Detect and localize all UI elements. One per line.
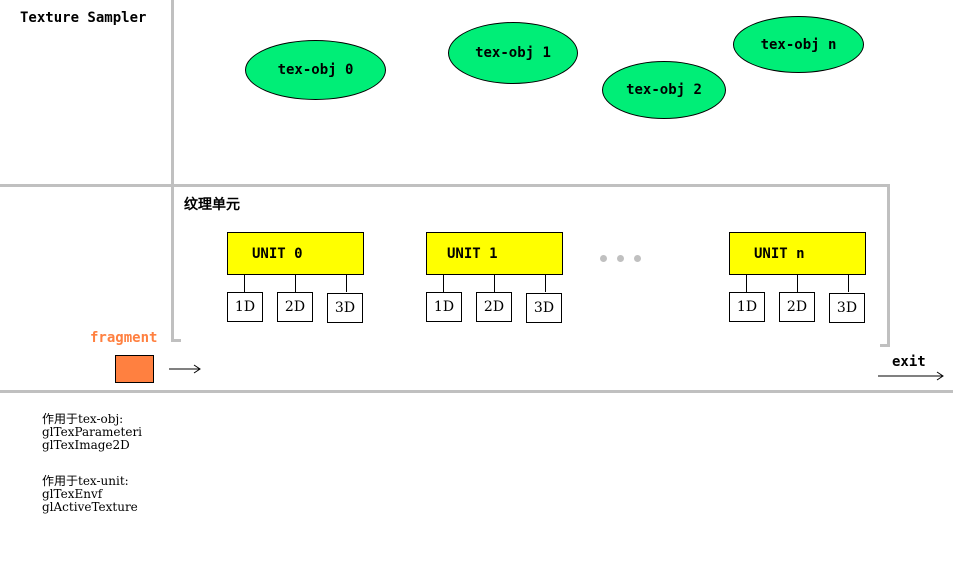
unit-0-dim-1d-label: 1D	[234, 299, 256, 315]
unit-1-connector-2d	[494, 275, 495, 292]
unit-0-dim-3d: 3D	[327, 293, 363, 323]
unit-n-connector-2d	[797, 275, 798, 292]
unit-1-dim-3d-label: 3D	[533, 300, 555, 316]
units-region-right-border	[887, 184, 890, 346]
units-region-right-cap	[880, 344, 890, 347]
unit-0-connector-2d	[295, 275, 296, 292]
unit-0-dim-3d-label: 3D	[334, 300, 356, 316]
unit-1-dim-2d-label: 2D	[483, 299, 505, 315]
tex-obj-1-ellipse: tex-obj 1	[448, 22, 578, 84]
unit-n-connector-1d	[746, 275, 747, 292]
notes-obj-func-1: glTexParameteri	[42, 425, 143, 439]
unit-1-connector-1d	[443, 275, 444, 292]
unit-n-dim-2d-label: 2D	[786, 299, 808, 315]
unit-1-box: UNIT 1	[426, 232, 563, 275]
notes-unit-func-2: glActiveTexture	[42, 500, 138, 514]
texture-units-title: 纹理单元	[184, 197, 240, 213]
tex-obj-n-ellipse: tex-obj n	[733, 16, 864, 73]
unit-1-dim-2d: 2D	[476, 292, 512, 322]
exit-arrow	[878, 371, 944, 381]
units-region-top-border	[0, 184, 890, 187]
unit-0-box: UNIT 0	[227, 232, 364, 275]
unit-1-label: UNIT 1	[447, 245, 498, 262]
unit-0-dim-1d: 1D	[227, 292, 263, 322]
fragment-label: fragment	[90, 330, 158, 346]
notes-obj-func-2: glTexImage2D	[42, 438, 130, 452]
tex-obj-0-ellipse: tex-obj 0	[245, 40, 386, 100]
notes-block: 作用于tex-obj: glTexParameteri glTexImage2D…	[42, 413, 142, 514]
notes-unit-heading: 作用于tex-unit:	[42, 474, 129, 488]
unit-n-dim-2d: 2D	[779, 292, 815, 322]
unit-0-connector-1d	[244, 275, 245, 292]
unit-n-dim-1d: 1D	[729, 292, 765, 322]
sampler-divider-cap	[171, 339, 181, 342]
unit-n-dim-3d-label: 3D	[836, 300, 858, 316]
sampler-divider-vertical	[171, 0, 174, 340]
unit-n-dim-3d: 3D	[829, 293, 865, 323]
fragment-arrow	[169, 364, 201, 374]
unit-1-dim-1d-label: 1D	[433, 299, 455, 315]
unit-0-dim-2d: 2D	[277, 292, 313, 322]
unit-n-label: UNIT n	[754, 245, 805, 262]
ellipsis-dot-1	[600, 255, 607, 262]
unit-0-connector-3d	[346, 275, 347, 292]
unit-n-dim-1d-label: 1D	[736, 299, 758, 315]
ellipsis-dot-3	[634, 255, 641, 262]
fragment-box	[115, 355, 154, 383]
ellipsis-dot-2	[617, 255, 624, 262]
notes-unit-func-1: glTexEnvf	[42, 487, 103, 501]
exit-label: exit	[892, 354, 926, 370]
unit-0-dim-2d-label: 2D	[284, 299, 306, 315]
unit-1-connector-3d	[545, 275, 546, 292]
unit-0-label: UNIT 0	[252, 245, 303, 262]
tex-obj-2-label: tex-obj 2	[626, 82, 702, 98]
tex-obj-1-label: tex-obj 1	[475, 45, 551, 61]
unit-n-connector-3d	[848, 275, 849, 292]
unit-n-box: UNIT n	[729, 232, 866, 275]
unit-1-dim-3d: 3D	[526, 293, 562, 323]
notes-obj-heading: 作用于tex-obj:	[42, 412, 124, 426]
units-region-bottom-border	[0, 390, 953, 393]
tex-obj-n-label: tex-obj n	[760, 36, 837, 53]
tex-obj-2-ellipse: tex-obj 2	[602, 61, 726, 119]
texture-sampler-title: Texture Sampler	[20, 10, 147, 26]
tex-obj-0-label: tex-obj 0	[277, 62, 354, 78]
unit-1-dim-1d: 1D	[426, 292, 462, 322]
